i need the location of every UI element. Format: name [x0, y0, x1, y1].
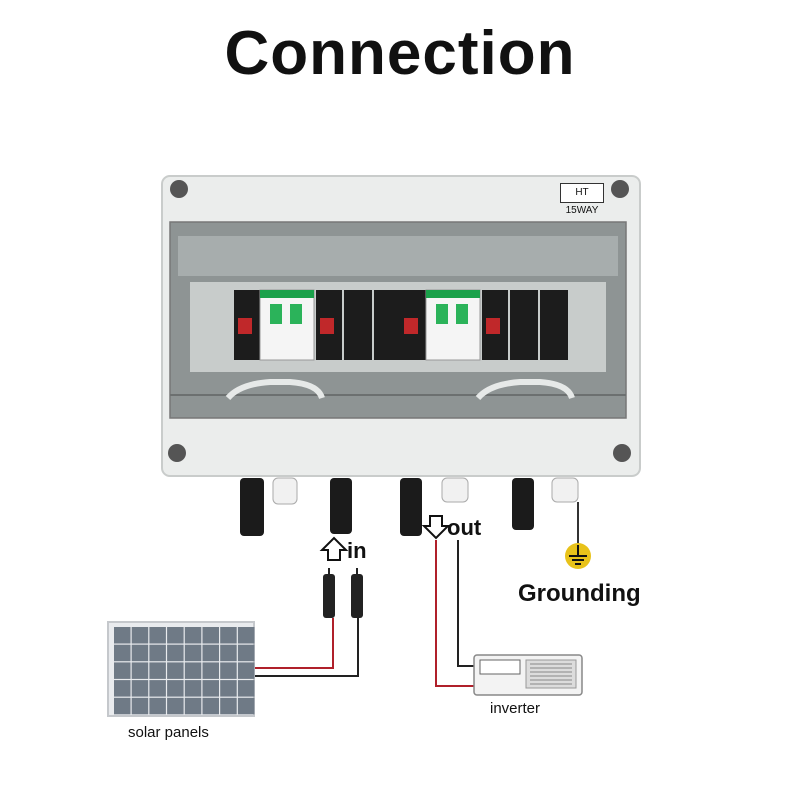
cover-latch-right	[475, 379, 575, 401]
solar-cell	[220, 644, 237, 662]
mc4-connector	[400, 478, 422, 536]
arrow-up-icon	[319, 536, 349, 561]
solar-cell	[237, 644, 255, 662]
solar-cell	[167, 662, 184, 679]
solar-cell	[114, 644, 131, 662]
mc4-connector	[330, 478, 352, 534]
solar-cell	[220, 680, 237, 697]
solar-cell	[184, 644, 202, 662]
cable-connectors	[240, 477, 579, 536]
solar-cell	[131, 697, 149, 715]
breaker-modules	[234, 289, 568, 361]
solar-cell	[114, 662, 131, 679]
mc4-connector	[512, 478, 534, 530]
grounding-label: Grounding	[518, 580, 641, 607]
screw-hole	[613, 444, 631, 462]
solar-panels-label: solar panels	[128, 724, 209, 741]
solar-cell	[237, 627, 255, 644]
solar-cell	[149, 644, 166, 662]
solar-cell	[202, 627, 219, 644]
solar-cell	[149, 680, 166, 697]
solar-cell	[184, 627, 202, 644]
solar-cell	[220, 697, 237, 715]
solar-cell	[131, 680, 149, 697]
page-title: Connection	[224, 19, 576, 88]
solar-cell	[202, 644, 219, 662]
solar-cell	[149, 697, 166, 715]
cable-gland	[441, 477, 469, 503]
solar-cell	[237, 680, 255, 697]
screw-hole	[611, 180, 629, 198]
solar-cell	[149, 627, 166, 644]
combiner-box	[161, 175, 641, 477]
solar-cell	[237, 697, 255, 715]
enclosure-model-label: HT 15WAY	[560, 183, 604, 216]
solar-cell	[237, 662, 255, 679]
mc4-connector	[240, 478, 264, 536]
solar-cell	[202, 697, 219, 715]
solar-cell	[220, 627, 237, 644]
cable-gland	[272, 477, 298, 505]
solar-cell	[131, 627, 149, 644]
cable-gland	[551, 477, 579, 503]
output-label: out	[447, 515, 482, 540]
arrow-down-icon	[421, 515, 451, 540]
solar-cell	[184, 680, 202, 697]
negative-wire-out	[457, 540, 478, 667]
screw-hole	[168, 444, 186, 462]
solar-cell	[131, 662, 149, 679]
positive-wire-in	[250, 618, 334, 669]
inverter-label: inverter	[490, 700, 541, 717]
solar-cell	[131, 644, 149, 662]
solar-cell	[149, 662, 166, 679]
solar-cell	[202, 662, 219, 679]
solar-panel-icon	[107, 621, 255, 717]
solar-cell	[184, 662, 202, 679]
ground-icon	[565, 543, 591, 569]
negative-wire-in	[250, 618, 359, 677]
solar-cell	[220, 662, 237, 679]
solar-cell	[114, 627, 131, 644]
solar-cell	[114, 680, 131, 697]
mc4-branch-connector	[323, 568, 363, 618]
solar-cell	[114, 697, 131, 715]
solar-cell	[167, 697, 184, 715]
cover-latch-left	[225, 379, 325, 401]
positive-wire-out	[435, 540, 478, 687]
solar-cell	[167, 644, 184, 662]
solar-cell	[184, 697, 202, 715]
inverter-icon	[473, 654, 583, 696]
screw-hole	[170, 180, 188, 198]
solar-cell	[202, 680, 219, 697]
solar-cell	[167, 627, 184, 644]
solar-cell	[167, 680, 184, 697]
input-label: in	[347, 538, 367, 563]
